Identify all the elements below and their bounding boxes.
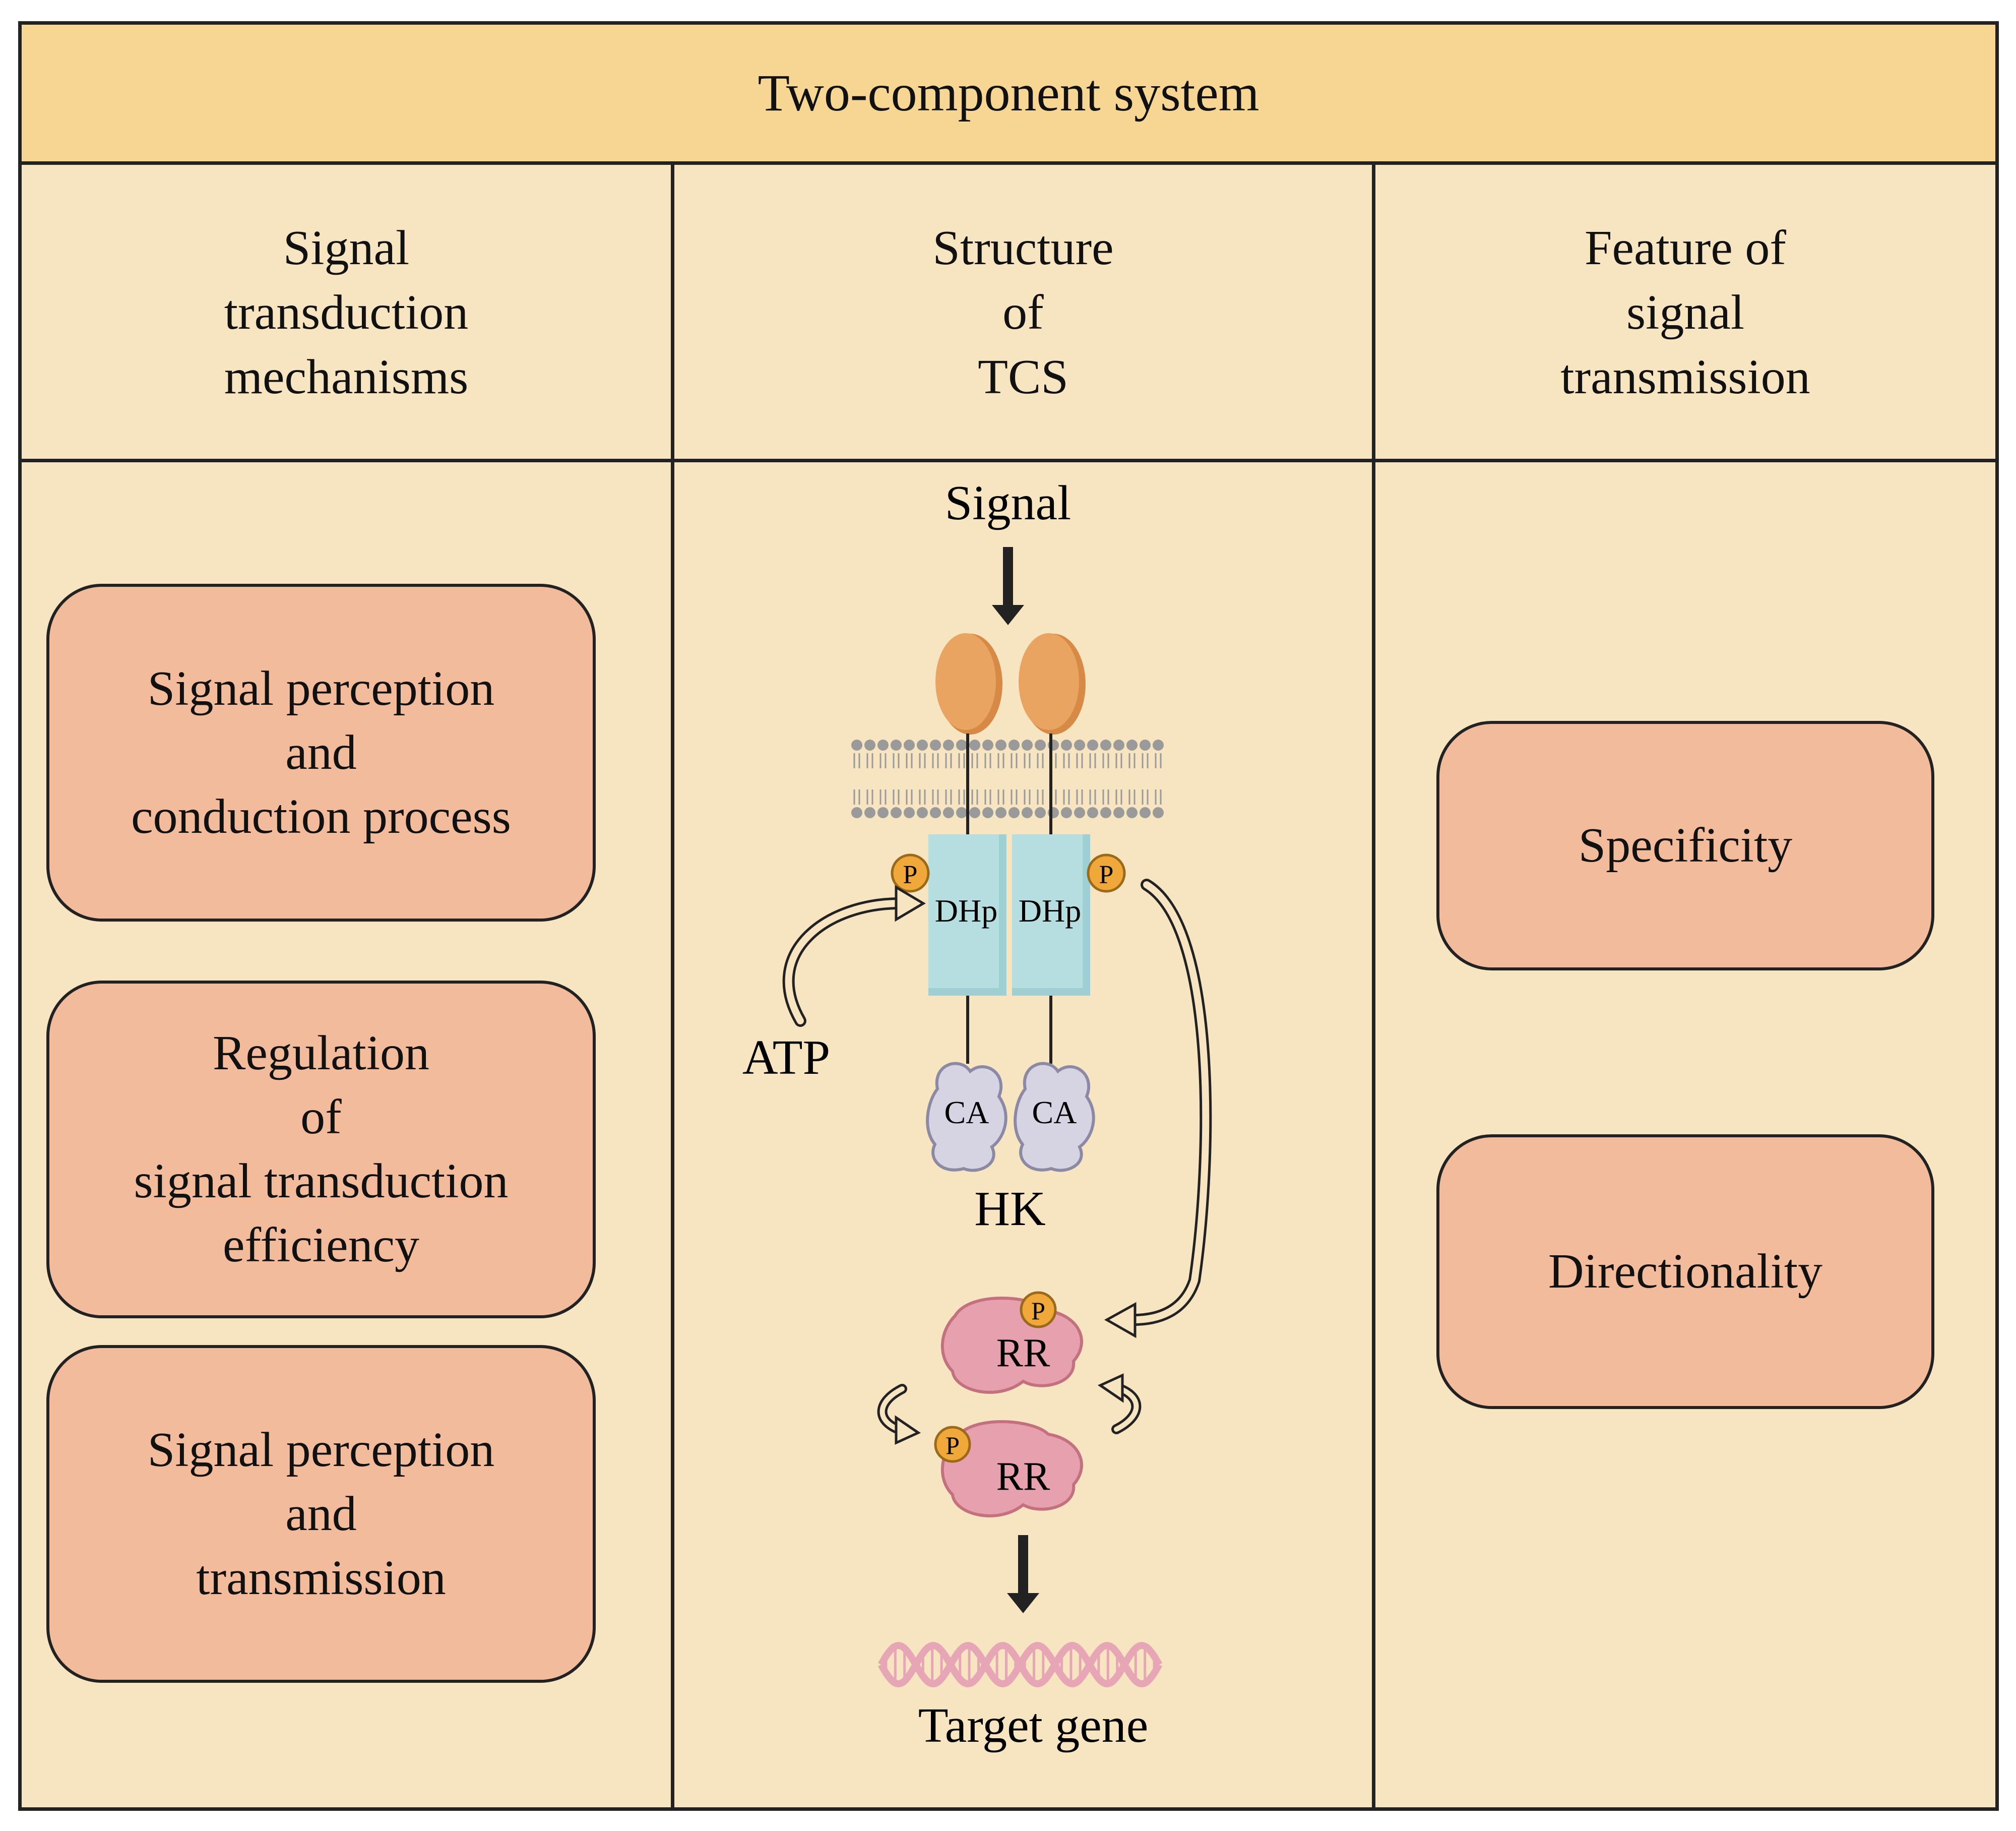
phosphate-left: P [891, 853, 930, 893]
phosphate-label: P [1031, 1297, 1045, 1325]
rr-label-top: RR [996, 1331, 1050, 1375]
phosphate-right: P [1087, 853, 1126, 893]
column-divider-2 [1372, 161, 1375, 1811]
hk-label: HK [974, 1182, 1046, 1236]
mechanism-box-perception-transmission: Signal perception and transmission [46, 1345, 596, 1683]
feature-box-specificity: Specificity [1436, 721, 1934, 970]
target-gene-label: Target gene [918, 1698, 1149, 1753]
box-line: Directionality [1548, 1244, 1823, 1299]
header-line: of [1002, 285, 1044, 340]
box-line: transmission [196, 1550, 446, 1605]
box-line: and [285, 1486, 357, 1541]
cell-membrane [851, 740, 1164, 818]
ca-domain-left: CA [926, 1062, 1007, 1172]
phosphate-label: P [946, 1431, 960, 1459]
diagram-title: Two-component system [18, 21, 1999, 165]
ca-label-left: CA [944, 1094, 989, 1130]
dhp-domain-right: DHp [1012, 834, 1090, 996]
title-text: Two-component system [758, 64, 1259, 122]
response-regulator-top: RR P [941, 1291, 1083, 1394]
regulation-arrow [1007, 1535, 1039, 1613]
signal-label: Signal [945, 476, 1071, 530]
header-line: transmission [1560, 349, 1810, 404]
mechanism-box-regulation: Regulation of signal transduction effici… [46, 981, 596, 1318]
mechanism-box-perception-conduction: Signal perception and conduction process [46, 584, 596, 922]
receptor-right [1019, 633, 1086, 735]
response-regulator-bottom: RR P [934, 1420, 1083, 1517]
column-header-mechanisms: Signal transduction mechanisms [22, 165, 671, 460]
box-line: conduction process [131, 789, 511, 844]
box-line: of [300, 1090, 342, 1144]
box-line: Specificity [1578, 818, 1793, 873]
receptor-left [935, 633, 1002, 735]
ca-label-right: CA [1032, 1094, 1077, 1130]
header-divider [18, 459, 1999, 462]
rr-label-bottom: RR [996, 1454, 1050, 1499]
header-line: signal [1626, 285, 1745, 340]
cycle-arrow-left [877, 1384, 921, 1445]
header-line: Structure [932, 220, 1114, 275]
ca-domain-right: CA [1014, 1062, 1095, 1172]
header-line: Signal [283, 220, 410, 275]
header-line: TCS [978, 349, 1068, 404]
column-header-structure: Structure of TCS [674, 165, 1372, 460]
column-header-features: Feature of signal transmission [1375, 165, 1995, 460]
box-line: Signal perception [147, 661, 495, 716]
phosphate-label: P [1099, 861, 1114, 889]
box-line: signal transduction [134, 1154, 509, 1208]
signal-arrow [992, 547, 1024, 625]
dhp-domain-left: DHp [928, 834, 1006, 996]
phosphotransfer-arrow [1104, 879, 1212, 1338]
dhp-label-left: DHp [935, 893, 997, 929]
box-line: Signal perception [147, 1422, 495, 1477]
header-line: Feature of [1585, 220, 1786, 275]
phosphate-label: P [903, 861, 918, 889]
box-line: and [285, 725, 357, 780]
dhp-label-right: DHp [1019, 893, 1081, 929]
box-line: efficiency [223, 1218, 419, 1272]
column-divider-1 [671, 161, 674, 1811]
header-line: transduction [224, 285, 469, 340]
atp-label: ATP [742, 1030, 830, 1085]
feature-box-directionality: Directionality [1436, 1134, 1934, 1409]
atp-phosphorylation-arrow [782, 885, 926, 1027]
target-gene-dna [877, 1641, 1163, 1688]
cycle-arrow-right [1097, 1373, 1142, 1434]
box-line: Regulation [212, 1026, 430, 1080]
header-line: mechanisms [224, 349, 469, 404]
